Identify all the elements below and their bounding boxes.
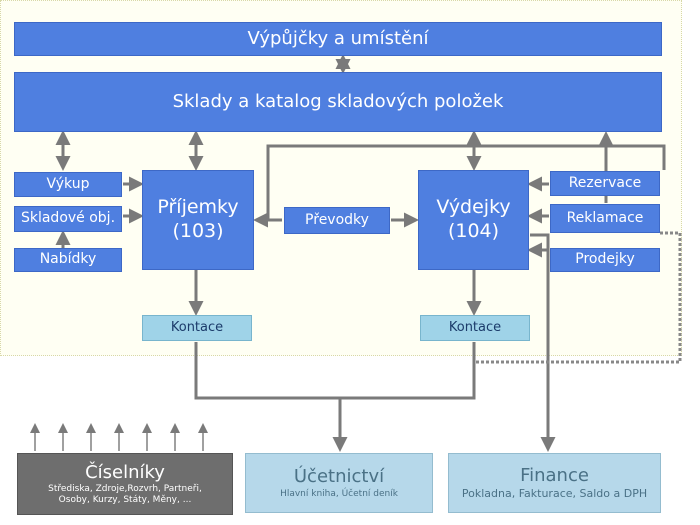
prijemky-number: (103) (172, 220, 224, 242)
vydejky-box[interactable]: Výdejky (104) (418, 170, 529, 270)
ciselniky-line2: Osoby, Kurzy, Státy, Měny, ... (58, 495, 192, 506)
vydejky-number: (104) (447, 220, 500, 242)
vykup-box[interactable]: Výkup (14, 172, 122, 197)
prevodky-box[interactable]: Převodky (284, 207, 390, 234)
ucetnictvi-subtitle: Hlavní kniha, Účetní deník (280, 488, 398, 499)
prodejky-box[interactable]: Prodejky (550, 248, 660, 272)
kontace-left-box[interactable]: Kontace (142, 315, 252, 341)
prijemky-title: Příjemky (157, 196, 239, 219)
vydejky-title: Výdejky (436, 196, 511, 219)
sklady-box[interactable]: Sklady a katalog skladových položek (14, 72, 662, 132)
ciselniky-line1: Střediska, Zdroje,Rozvrh, Partneři, (48, 484, 202, 494)
kontace-right-box[interactable]: Kontace (420, 315, 530, 341)
prijemky-box[interactable]: Příjemky (103) (142, 170, 254, 270)
ucetnictvi-title: Účetnictví (293, 466, 385, 488)
reklamace-box[interactable]: Reklamace (550, 204, 660, 233)
finance-subtitle: Pokladna, Fakturace, Saldo a DPH (461, 487, 648, 501)
nabidky-box[interactable]: Nabídky (14, 248, 122, 272)
rezervace-box[interactable]: Rezervace (550, 171, 660, 196)
finance-box[interactable]: Finance Pokladna, Fakturace, Saldo a DPH (448, 453, 661, 513)
ucetnictvi-box[interactable]: Účetnictví Hlavní kniha, Účetní deník (245, 453, 433, 513)
skladove-obj-box[interactable]: Skladové obj. (14, 206, 122, 232)
finance-title: Finance (520, 464, 589, 486)
ciselniky-title: Číselníky (85, 461, 165, 483)
ciselniky-box[interactable]: Číselníky Střediska, Zdroje,Rozvrh, Part… (17, 453, 233, 515)
vypujcky-box[interactable]: Výpůjčky a umístění (14, 22, 662, 56)
